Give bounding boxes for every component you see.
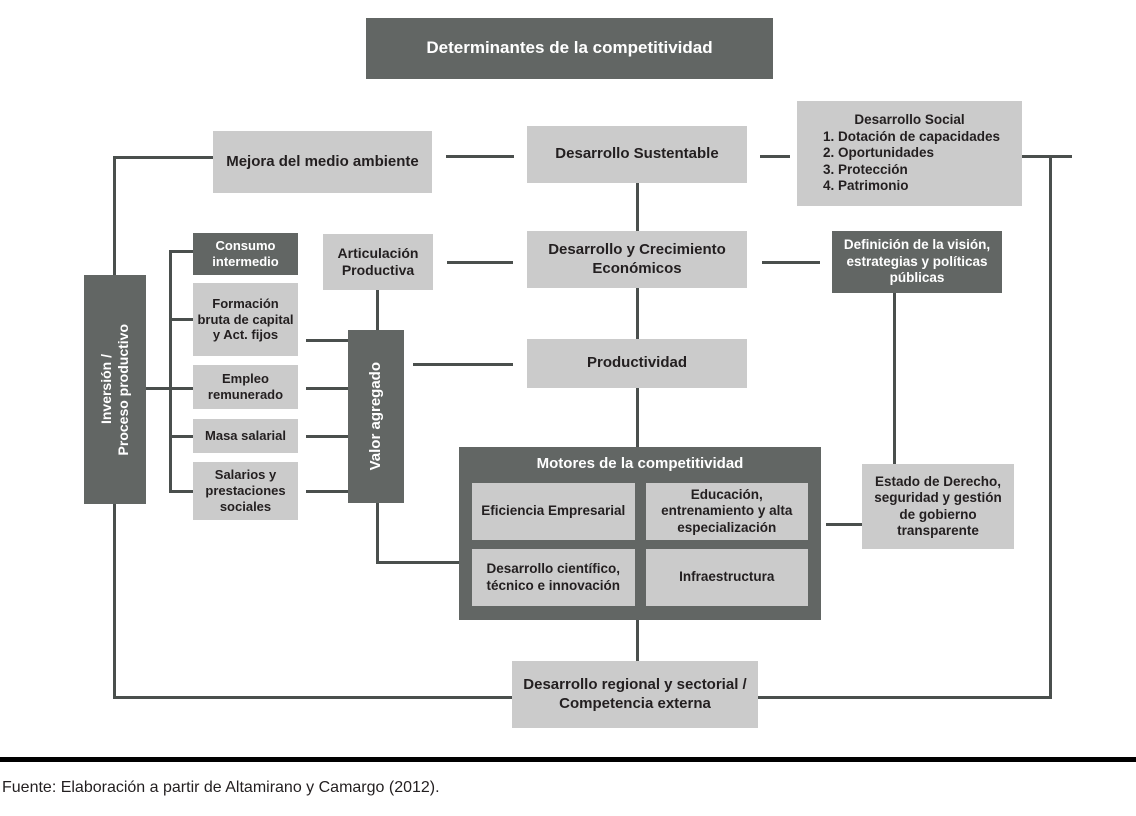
connector-sustentable-deyc xyxy=(636,183,639,231)
connector-right-down xyxy=(1049,155,1052,699)
connector-productividad-motores xyxy=(636,388,639,447)
connector-bottom-left xyxy=(113,696,515,699)
connector-bus-consumo xyxy=(169,250,197,253)
box-salarios-prestaciones-sociales[interactable]: Salarios y prestaciones sociales xyxy=(193,462,298,520)
box-valor-agregado[interactable]: Valor agregado xyxy=(348,330,404,503)
motores-grid: Eficiencia Empresarial Educación, entren… xyxy=(472,483,808,606)
diagram-title: Determinantes de la competitividad xyxy=(366,18,773,79)
box-desarrollo-sustentable[interactable]: Desarrollo Sustentable xyxy=(527,126,747,183)
source-note: Fuente: Elaboración a partir de Altamira… xyxy=(2,779,440,796)
box-mejora-medio-ambiente[interactable]: Mejora del medio ambiente xyxy=(213,131,432,193)
connector-valor-down xyxy=(376,503,379,564)
connector-deyc-productividad xyxy=(636,288,639,339)
box-empleo-remunerado[interactable]: Empleo remunerado xyxy=(193,365,298,409)
box-masa-salarial[interactable]: Masa salarial xyxy=(193,419,298,453)
connector-motores-estado xyxy=(826,523,862,526)
social-item-4: 4. Patrimonio xyxy=(823,178,909,194)
horizontal-rule xyxy=(0,757,1136,762)
connector-formacion-valor xyxy=(306,339,350,342)
box-inversion-label-line1: Inversión / xyxy=(97,354,114,425)
box-motores-competitividad[interactable]: Motores de la competitividad Eficiencia … xyxy=(459,447,821,620)
box-desarrollo-social[interactable]: Desarrollo Social 1. Dotación de capacid… xyxy=(797,101,1022,206)
box-articulacion-productiva[interactable]: Articulación Productiva xyxy=(323,234,433,290)
box-educacion-entrenamiento[interactable]: Educación, entrenamiento y alta especial… xyxy=(645,483,808,540)
connector-articulacion-deyc xyxy=(447,261,513,264)
box-inversion-proceso-productivo[interactable]: Inversión / Proceso productivo xyxy=(84,275,146,504)
connector-inversion-up xyxy=(113,156,116,278)
connector-mejora-left xyxy=(113,156,215,159)
box-infraestructura[interactable]: Infraestructura xyxy=(645,549,808,606)
box-desarrollo-social-heading: Desarrollo Social xyxy=(854,112,965,128)
connector-inversion-down xyxy=(113,503,116,699)
connector-valor-motores xyxy=(376,561,461,564)
connector-sustentable-social xyxy=(760,155,790,158)
box-formacion-bruta-capital[interactable]: Formación bruta de capital y Act. fijos xyxy=(193,283,298,356)
connector-left-bus xyxy=(169,250,172,493)
box-desarrollo-cientifico-tecnico[interactable]: Desarrollo científico, técnico e innovac… xyxy=(472,549,635,606)
connector-bottom-right xyxy=(756,696,1052,699)
connector-bus-masa xyxy=(169,435,197,438)
connector-salarios-valor xyxy=(306,490,350,493)
social-item-1: 1. Dotación de capacidades xyxy=(823,128,1001,144)
connector-valor-productividad xyxy=(413,363,513,366)
motores-title: Motores de la competitividad xyxy=(536,455,744,472)
box-estado-de-derecho[interactable]: Estado de Derecho, seguridad y gestión d… xyxy=(862,464,1014,549)
connector-definicion-estado xyxy=(893,293,896,464)
social-item-3: 3. Protección xyxy=(823,161,908,177)
connector-bus-empleo xyxy=(169,387,197,390)
box-productividad[interactable]: Productividad xyxy=(527,339,747,388)
box-valor-agregado-label: Valor agregado xyxy=(366,362,384,471)
connector-bus-salarios xyxy=(169,490,197,493)
box-desarrollo-regional-sectorial[interactable]: Desarrollo regional y sectorial / Compet… xyxy=(512,661,758,728)
box-definicion-vision-estrategias[interactable]: Definición de la visión, estrategias y p… xyxy=(832,231,1002,293)
connector-masa-valor xyxy=(306,435,350,438)
connector-social-right xyxy=(1022,155,1072,158)
connector-deyc-definicion xyxy=(762,261,820,264)
connector-motores-regional xyxy=(636,620,639,661)
connector-empleo-valor xyxy=(306,387,350,390)
connector-articulacion-valor xyxy=(376,290,379,332)
connector-bus-formacion xyxy=(169,318,197,321)
box-inversion-label-line2: Proceso productivo xyxy=(115,323,131,456)
social-item-2: 2. Oportunidades xyxy=(823,145,935,161)
connector-mejora-sustentable xyxy=(446,155,514,158)
box-consumo-intermedio[interactable]: Consumo intermedio xyxy=(193,233,298,275)
box-eficiencia-empresarial[interactable]: Eficiencia Empresarial xyxy=(472,483,635,540)
box-desarrollo-crecimiento-economicos[interactable]: Desarrollo y Crecimiento Económicos xyxy=(527,231,747,288)
